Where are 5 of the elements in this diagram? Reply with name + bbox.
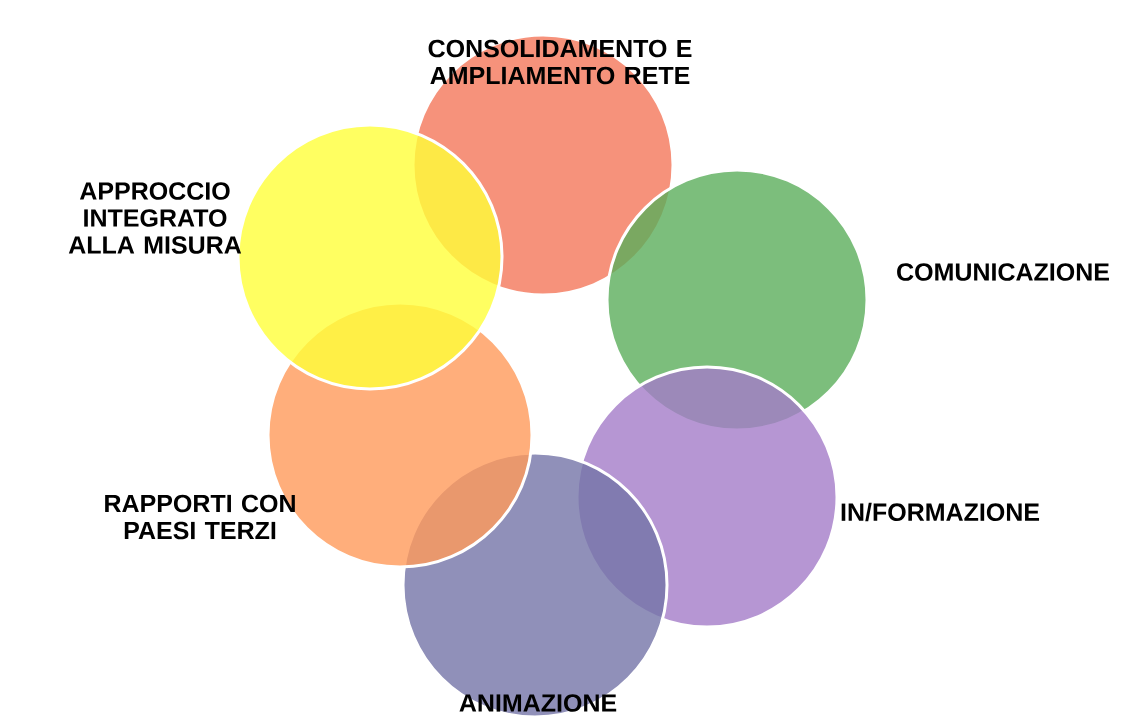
circle-label: RAPPORTI CON PAESI TERZI [105,494,295,540]
circle-label: COMUNICAZIONE [897,263,1109,281]
circle-label: IN/FORMAZIONE [841,502,1040,522]
circle-label: APPROCCIO INTEGRATO ALLA MISURA [68,182,242,254]
circle-label: CONSOLIDAMENTO E AMPLIAMENTO RETE [428,39,692,85]
